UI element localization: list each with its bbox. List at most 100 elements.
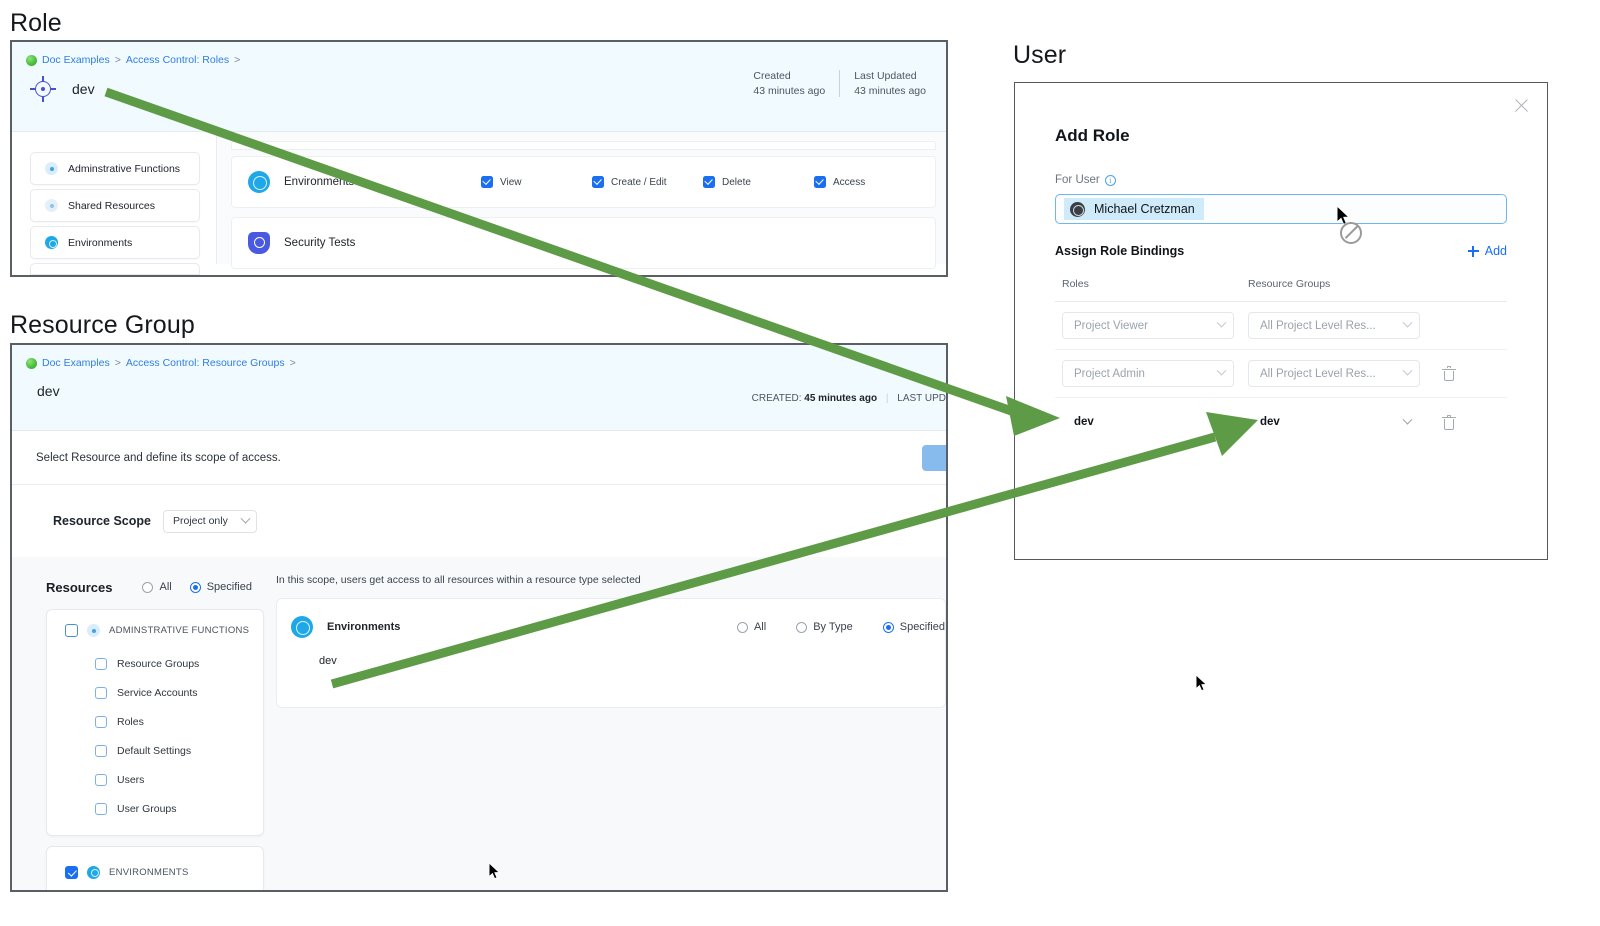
scope-option-all[interactable]: All: [736, 621, 767, 633]
checkbox-icon[interactable]: [65, 624, 78, 637]
info-icon[interactable]: i: [1104, 174, 1116, 186]
scope-card-environments: Environments All By Type: [276, 598, 946, 708]
permission-row-label: Security Tests: [284, 237, 356, 249]
close-icon[interactable]: [1512, 96, 1530, 114]
resource-group-environments-header[interactable]: ENVIRONMENTS: [47, 865, 189, 879]
resource-group-select[interactable]: dev: [1248, 409, 1420, 436]
scope-card-header: Environments All By Type: [277, 599, 945, 655]
role-name: dev: [72, 81, 95, 97]
delete-binding-icon[interactable]: [1442, 366, 1456, 381]
radio-icon: [142, 581, 154, 593]
scope-card-options: All By Type Specified: [736, 621, 945, 633]
role-panel-header: Doc Examples > Access Control: Roles > d…: [12, 42, 946, 132]
admin-functions-icon: [45, 162, 58, 175]
role-category-admin-functions[interactable]: Adminstrative Functions: [30, 152, 200, 185]
role-category-shared-resources[interactable]: Shared Resources: [30, 189, 200, 222]
resource-scope-select[interactable]: Project only: [162, 509, 257, 533]
permission-check-access[interactable]: Access: [814, 176, 925, 188]
resources-header: Resources All Specified: [46, 565, 264, 609]
scope-option-label: Specified: [899, 621, 945, 633]
resources-option-label: All: [159, 581, 172, 593]
resources-option-all[interactable]: All: [142, 581, 172, 593]
save-button[interactable]: Sav: [922, 445, 946, 471]
breadcrumb-root[interactable]: Doc Examples: [42, 357, 110, 369]
resources-option-specified[interactable]: Specified: [189, 581, 252, 593]
resource-item-service-accounts[interactable]: Service Accounts: [47, 678, 263, 707]
environments-icon: [248, 171, 270, 193]
permission-check-label: View: [500, 176, 522, 188]
resource-item-label: Roles: [117, 715, 144, 728]
shared-resources-icon: [45, 199, 58, 212]
resource-group-meta: CREATED: 45 minutes ago | LAST UPD: [751, 393, 946, 404]
permission-check-label: Delete: [722, 176, 751, 188]
checkbox-icon[interactable]: [95, 802, 107, 815]
permission-check-create-edit[interactable]: Create / Edit: [592, 176, 703, 188]
permission-checkboxes: View Create / Edit Delete Access: [481, 176, 925, 188]
permission-check-label: Access: [833, 176, 866, 188]
resource-item-default-settings[interactable]: Default Settings: [47, 736, 263, 765]
permission-check-view[interactable]: View: [481, 176, 592, 188]
permission-row-environments[interactable]: Environments View Create / Edit Delet: [231, 156, 936, 208]
breadcrumb-root[interactable]: Doc Examples: [42, 54, 110, 66]
for-user-row: For User i: [1055, 174, 1507, 186]
resource-item-user-groups[interactable]: User Groups: [47, 794, 263, 823]
role-title-row: dev: [12, 66, 946, 102]
resource-group-environments[interactable]: ENVIRONMENTS: [46, 846, 264, 890]
resource-group-admin-header[interactable]: ADMINSTRATIVE FUNCTIONS: [47, 624, 263, 637]
radio-icon: [189, 581, 201, 593]
scope-option-specified[interactable]: Specified: [882, 621, 945, 633]
role-select[interactable]: Project Admin: [1062, 360, 1234, 387]
project-dot-icon: [26, 54, 37, 66]
role-meta: Created 43 minutes ago Last Updated 43 m…: [739, 70, 940, 97]
checkbox-icon[interactable]: [65, 865, 78, 879]
resource-group-admin-label: ADMINSTRATIVE FUNCTIONS: [109, 625, 250, 636]
add-binding-button[interactable]: Add: [1467, 244, 1507, 258]
resource-item-label: Users: [117, 773, 145, 786]
resource-group-select-value: All Project Level Res...: [1260, 367, 1376, 380]
resource-item-label: Service Accounts: [117, 686, 198, 699]
role-panel: Doc Examples > Access Control: Roles > d…: [10, 40, 948, 277]
scope-option-label: All: [753, 621, 767, 633]
rg-created-label: CREATED:: [751, 393, 802, 404]
resources-column: Resources All Specified ADMINSTRATIVE: [12, 565, 264, 890]
resource-group-select[interactable]: All Project Level Res...: [1248, 360, 1420, 387]
role-permissions-list: Environments View Create / Edit Delet: [217, 132, 946, 269]
resource-group-select-value: dev: [1260, 416, 1280, 428]
delete-binding-icon[interactable]: [1442, 414, 1456, 430]
breadcrumb: Doc Examples > Access Control: Resource …: [12, 345, 946, 369]
breadcrumb-separator: >: [114, 54, 121, 66]
mouse-cursor-resource-group: [489, 863, 503, 883]
permission-row-security-tests[interactable]: Security Tests: [231, 217, 936, 269]
checkbox-icon[interactable]: [95, 744, 107, 757]
role-select[interactable]: Project Viewer: [1062, 312, 1234, 339]
resource-group-name: dev: [37, 383, 60, 399]
role-updated-value: 43 minutes ago: [854, 85, 926, 97]
environments-icon: [291, 616, 313, 638]
breadcrumb-section[interactable]: Access Control: Resource Groups: [125, 357, 285, 369]
resource-item-resource-groups[interactable]: Resource Groups: [47, 649, 263, 678]
resource-group-section-caption: Resource Group: [10, 311, 195, 339]
checkbox-icon[interactable]: [95, 715, 107, 728]
resource-item-label: Resource Groups: [117, 657, 200, 670]
checkbox-icon[interactable]: [95, 657, 107, 670]
role-category-partial[interactable]: [30, 263, 200, 275]
permission-row-label: Environments: [284, 176, 355, 188]
checkbox-icon[interactable]: [95, 773, 107, 786]
role-target-icon: [30, 76, 56, 102]
user-select-field[interactable]: Michael Cretzman: [1055, 194, 1507, 224]
resource-item-roles[interactable]: Roles: [47, 707, 263, 736]
scope-option-by-type[interactable]: By Type: [796, 621, 853, 633]
project-dot-icon: [26, 357, 37, 369]
permission-check-delete[interactable]: Delete: [703, 176, 814, 188]
resource-item-users[interactable]: Users: [47, 765, 263, 794]
scope-option-label: By Type: [813, 621, 853, 633]
role-select[interactable]: dev: [1062, 409, 1234, 436]
role-category-environments[interactable]: Environments: [30, 226, 200, 259]
chevron-down-icon: [1216, 365, 1227, 376]
breadcrumb: Doc Examples > Access Control: Roles >: [12, 42, 946, 66]
selected-user-chip[interactable]: Michael Cretzman: [1064, 198, 1204, 220]
breadcrumb-section[interactable]: Access Control: Roles: [125, 54, 230, 66]
checkbox-icon[interactable]: [95, 686, 107, 699]
resource-group-select[interactable]: All Project Level Res...: [1248, 312, 1420, 339]
add-binding-label: Add: [1484, 244, 1507, 258]
